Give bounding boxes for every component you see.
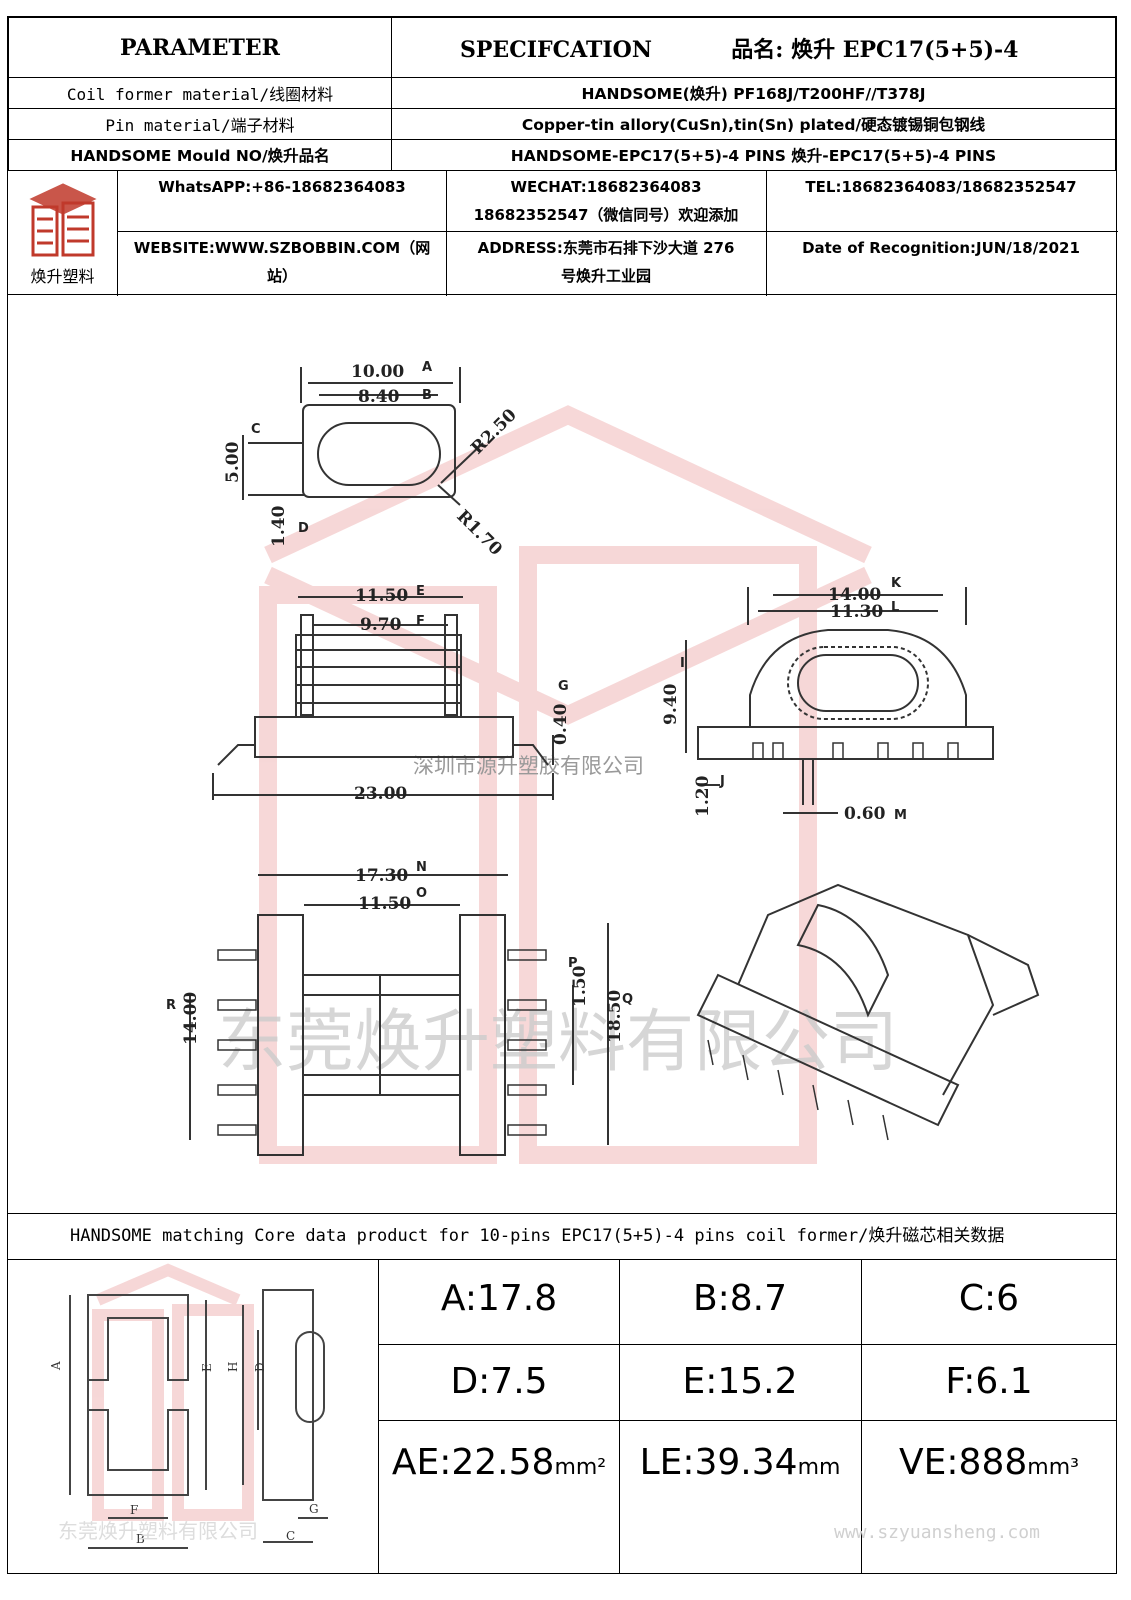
core-f: F:6.1: [945, 1361, 1033, 1402]
letter-l: L: [891, 600, 899, 615]
letter-g: G: [558, 679, 569, 694]
parameter-header: PARAMETER: [8, 17, 392, 78]
core-letter-a: A: [49, 1361, 63, 1371]
core-c: C:6: [958, 1278, 1020, 1319]
letter-q: Q: [622, 992, 633, 1007]
drawing-canvas: 深圳市源升塑胶有限公司 东莞焕升塑料有限公司: [166, 360, 1040, 1164]
recognition-date: Date of Recognition:JUN/18/2021: [802, 239, 1080, 257]
contact-block: 焕升塑料 WhatsAPP:+86-18682364083 WECHAT:186…: [8, 170, 1118, 296]
core-letter-d: D: [253, 1362, 267, 1372]
core-b: B:8.7: [692, 1278, 788, 1319]
core-a: A:17.8: [440, 1278, 558, 1319]
wechat: WECHAT:18682364083: [510, 178, 702, 196]
dim-m: 0.60: [844, 804, 886, 824]
dim-f: 9.70: [360, 615, 402, 635]
watermark-text-2: 东莞焕升塑料有限公司: [218, 1003, 898, 1082]
dim-p: 1.50: [570, 965, 590, 1007]
letter-d: D: [298, 521, 309, 536]
pin-material-value: Copper-tin allory(CuSn),tin(Sn) plated/硬…: [391, 108, 1116, 140]
technical-drawing: 深圳市源升塑胶有限公司 东莞焕升塑料有限公司: [8, 295, 1116, 1213]
whatsapp: WhatsAPP:+86-18682364083: [158, 178, 406, 196]
letter-e: E: [416, 584, 425, 599]
logo-caption: 焕升塑料: [30, 267, 95, 286]
dim-r: 14.00: [181, 992, 201, 1045]
letter-o: O: [416, 886, 427, 901]
letter-r: R: [166, 998, 176, 1013]
core-data-grid: A:17.8 B:8.7 C:6 D:7.5 E:15.2 F:6.1 AE:2…: [378, 1260, 1118, 1573]
core-le-unit: mm: [797, 1455, 841, 1480]
mould-no-value: HANDSOME-EPC17(5+5)-4 PINS 焕升-EPC17(5+5)…: [391, 139, 1116, 171]
spec-table: PARAMETER SPECIFCATION 品名: 焕升 EPC17(5+5)…: [8, 17, 1116, 171]
core-ae-value: AE:22.58: [391, 1442, 555, 1483]
address: ADDRESS:东莞市石排下沙大道 276: [477, 239, 735, 257]
mould-no-label: HANDSOME Mould NO/焕升品名: [8, 139, 392, 171]
core-d: D:7.5: [450, 1361, 548, 1402]
core-watermark-text: 东莞焕升塑料有限公司: [58, 1519, 258, 1543]
dim-o: 11.50: [358, 894, 411, 914]
core-letter-g: G: [309, 1502, 319, 1516]
core-canvas: A E H D F B C G 东莞焕升塑料有限公司: [49, 1263, 328, 1549]
dim-b: 8.40: [358, 387, 400, 407]
product-name: 焕升 EPC17(5+5)-4: [791, 36, 1019, 63]
dim-k: 14.00: [828, 585, 881, 605]
letter-p: P: [568, 956, 578, 971]
spec-sheet: PARAMETER SPECIFCATION 品名: 焕升 EPC17(5+5)…: [7, 16, 1118, 1574]
product-name-label: 品名:: [731, 36, 784, 63]
dim-q: 18.50: [605, 990, 625, 1043]
dim-d: 1.40: [269, 505, 289, 547]
letter-k: K: [891, 576, 902, 591]
dim-c: 5.00: [223, 441, 243, 483]
wechat-note: 18682352547（微信同号）欢迎添加: [473, 206, 739, 224]
company-logo: 焕升塑料: [8, 171, 118, 296]
telephone: TEL:18682364083/18682352547: [805, 178, 1077, 196]
specification-label: SPECIFCATION: [460, 36, 652, 63]
letter-j: J: [719, 774, 725, 789]
core-letter-e: E: [200, 1363, 214, 1372]
specification-header: SPECIFCATION 品名: 焕升 EPC17(5+5)-4: [391, 17, 1116, 78]
website: WEBSITE:WWW.SZBOBBIN.COM（网: [133, 239, 431, 257]
core-ve-value: VE:888: [899, 1442, 1028, 1483]
address-suffix: 号焕升工业园: [560, 267, 651, 285]
core-ae: AE:22.58mm²: [379, 1442, 619, 1483]
core-ve: VE:888mm³: [861, 1442, 1117, 1483]
letter-b: B: [422, 388, 432, 403]
dim-r170: R1.70: [452, 506, 506, 560]
website-suffix: 站）: [266, 267, 297, 285]
core-le-value: LE:39.34: [639, 1442, 798, 1483]
dim-g: 0.40: [551, 703, 571, 745]
dim-a: 10.00: [351, 362, 404, 382]
dim-e: 11.50: [355, 586, 408, 606]
core-watermark-logo-icon: [92, 1263, 254, 1521]
core-data-title: HANDSOME matching Core data product for …: [8, 1213, 1116, 1260]
letter-n: N: [416, 860, 427, 875]
dim-j: 1.20: [693, 775, 713, 817]
core-drawing: A E H D F B C G 东莞焕升塑料有限公司: [8, 1260, 378, 1573]
core-ve-unit: mm³: [1027, 1455, 1079, 1480]
dim-i: 9.40: [661, 683, 681, 725]
coil-former-material-value: HANDSOME(焕升) PF168J/T200HF//T378J: [391, 77, 1116, 109]
letter-f: F: [416, 614, 425, 629]
core-le: LE:39.34mm: [619, 1442, 861, 1483]
letter-i: I: [680, 656, 685, 671]
dim-23: 23.00: [354, 784, 407, 804]
core-e: E:15.2: [682, 1361, 798, 1402]
core-letter-c: C: [286, 1529, 295, 1543]
dim-l: 11.30: [830, 602, 883, 622]
core-ae-unit: mm²: [554, 1455, 607, 1480]
pin-material-label: Pin material/端子材料: [8, 108, 392, 140]
letter-c: C: [251, 422, 261, 437]
core-letter-h: H: [226, 1362, 240, 1372]
dim-n: 17.30: [355, 866, 408, 886]
letter-m: M: [894, 808, 907, 823]
letter-a: A: [422, 360, 432, 375]
coil-former-material-label: Coil former material/线圈材料: [8, 77, 392, 109]
logo-mark-icon: [28, 183, 97, 257]
core-letter-f: F: [130, 1503, 138, 1517]
core-letter-b: B: [136, 1532, 145, 1546]
website-watermark: www.szyuansheng.com: [834, 1522, 1040, 1543]
